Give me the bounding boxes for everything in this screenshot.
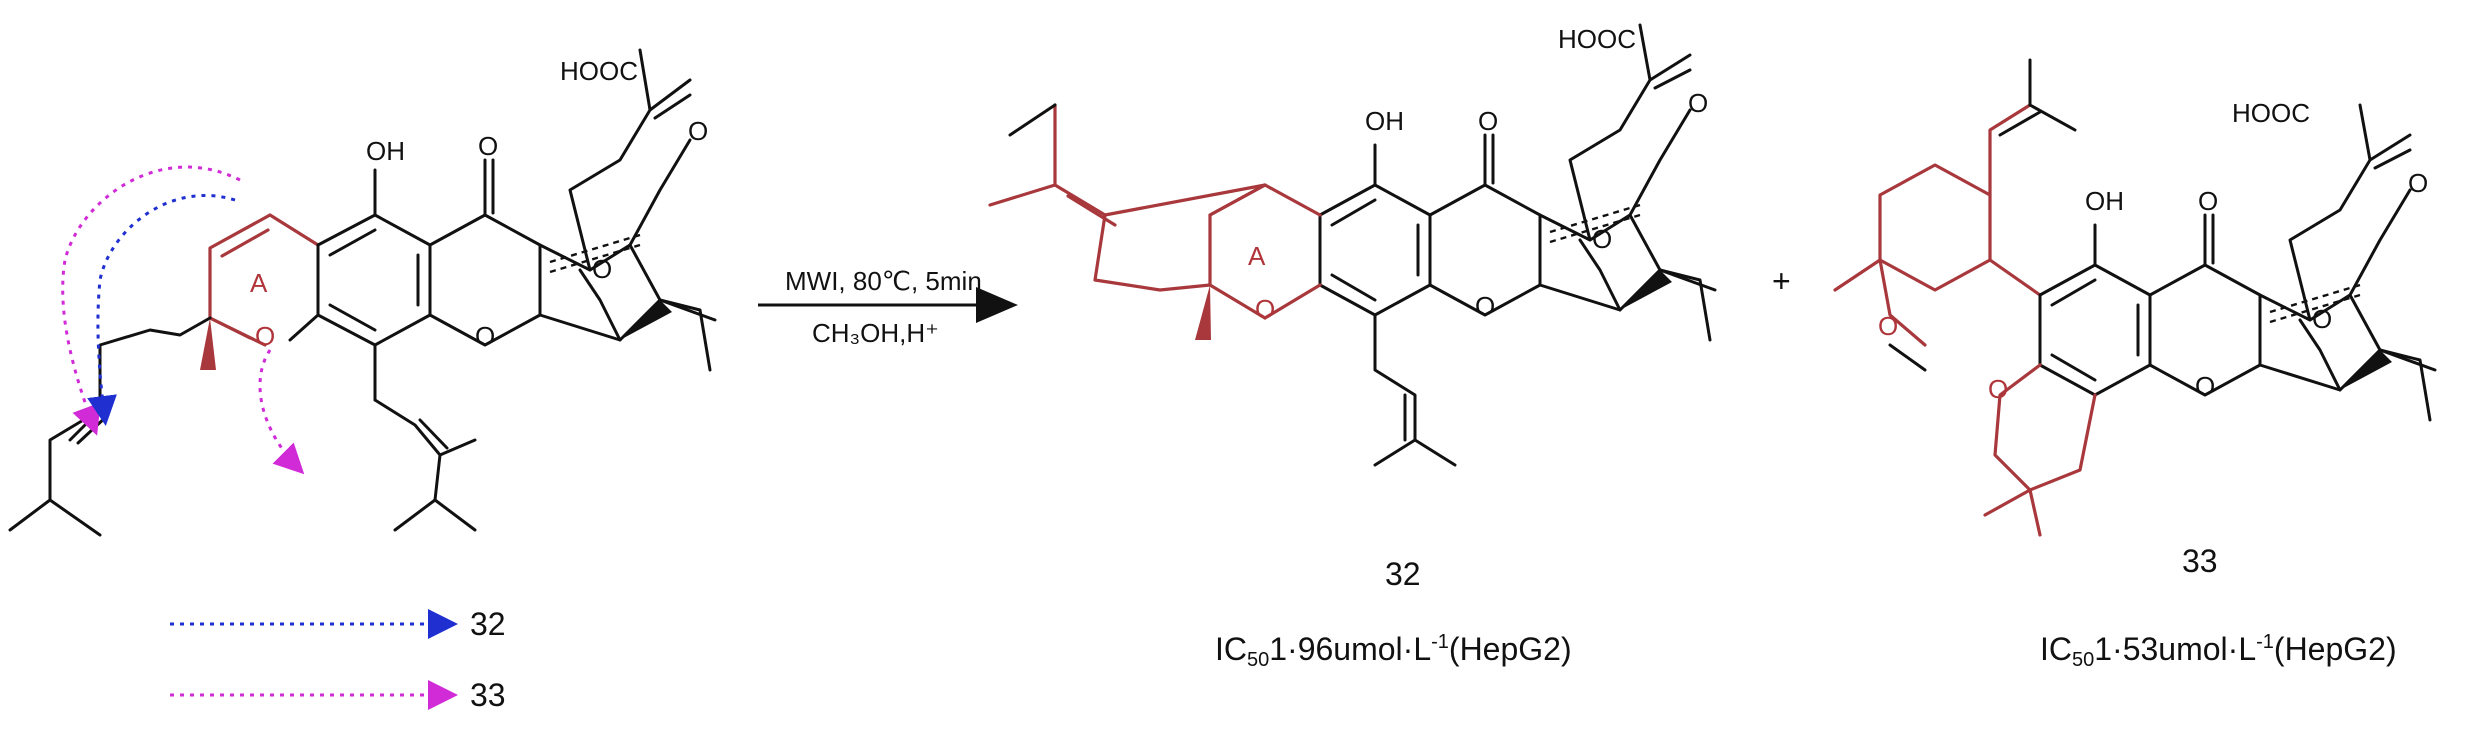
reaction-arrow: MWI, 80℃, 5min CH₃OH,H⁺ (758, 266, 1018, 348)
p33-compound-number: 33 (2182, 543, 2218, 579)
p32-bridge-o-label: O (1592, 224, 1612, 254)
sm-cooh-label: HOOC (560, 56, 638, 86)
p33-cooh-label: HOOC (2232, 98, 2310, 128)
plus-sign: + (1772, 263, 1791, 299)
p32-oh-label: OH (1365, 106, 1404, 136)
sm-ketone-o-label: O (478, 131, 498, 161)
product-32: OH O O O O O HOOC A 32 IC501·96umol·L-1(… (988, 23, 1717, 671)
legend-label-33: 33 (470, 677, 506, 713)
sm-ring-a-label: A (250, 268, 268, 298)
product-33: OH O O O O O O HOOC 33 IC501·53umol·L-1(… (1833, 58, 2437, 671)
p32-ketone-o-label: O (1478, 106, 1498, 136)
conditions-top: MWI, 80℃, 5min (785, 266, 982, 296)
p32-ic50: IC501·96umol·L-1(HepG2) (1215, 631, 1572, 671)
p32-pyran-o-label: O (1255, 294, 1275, 324)
p33-bridge-o-label: O (2312, 304, 2332, 334)
p33-bridge-ketone-o-label: O (2408, 168, 2428, 198)
sm-ring-o-label: O (475, 321, 495, 351)
p33-ring-o-label: O (2195, 371, 2215, 401)
sm-bridge-ketone-o-label: O (688, 116, 708, 146)
p32-ring-a-label: A (1248, 241, 1266, 271)
starting-material: OH O O O O O HOOC A (8, 48, 717, 537)
legend-label-32: 32 (470, 606, 506, 642)
sm-oh-label: OH (366, 136, 405, 166)
conditions-bottom: CH₃OH,H⁺ (812, 318, 939, 348)
p33-methoxy-o-label: O (1878, 311, 1898, 341)
p33-pyran-o-label: O (1988, 374, 2008, 404)
p33-oh-label: OH (2085, 186, 2124, 216)
p32-cooh-label: HOOC (1558, 24, 1636, 54)
legend: 32 33 (170, 606, 506, 713)
p32-bridge-ketone-o-label: O (1688, 88, 1708, 118)
sm-pyran-o-label: O (255, 321, 275, 351)
sm-bridge-o-label: O (592, 254, 612, 284)
p33-ic50: IC501·53umol·L-1(HepG2) (2040, 631, 2397, 671)
p33-ketone-o-label: O (2198, 186, 2218, 216)
p32-compound-number: 32 (1385, 556, 1421, 592)
p32-ring-o-label: O (1475, 291, 1495, 321)
